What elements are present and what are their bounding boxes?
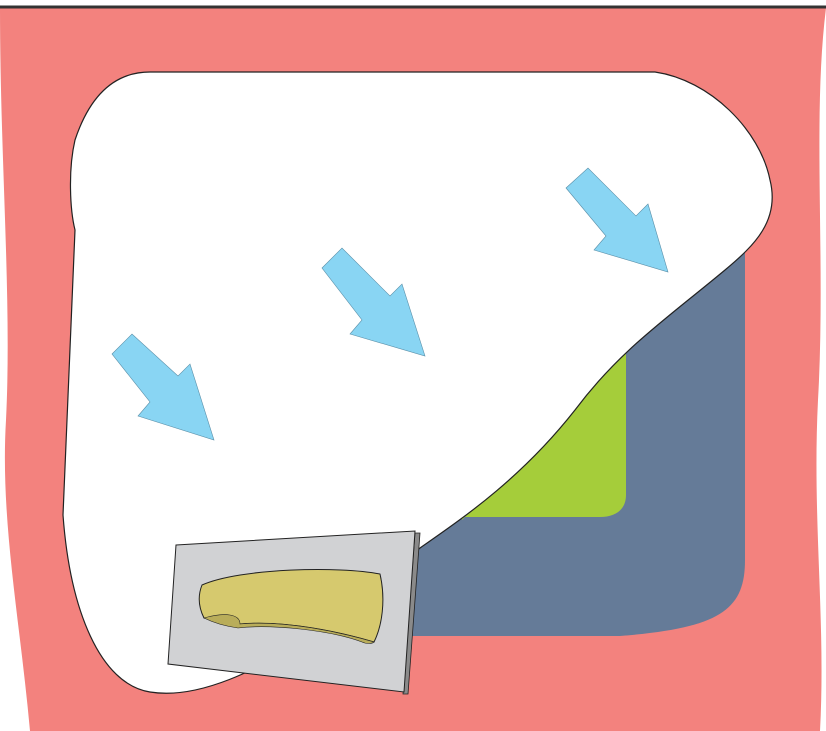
diagram-canvas: [0, 0, 826, 731]
diagram-svg: [0, 0, 826, 731]
